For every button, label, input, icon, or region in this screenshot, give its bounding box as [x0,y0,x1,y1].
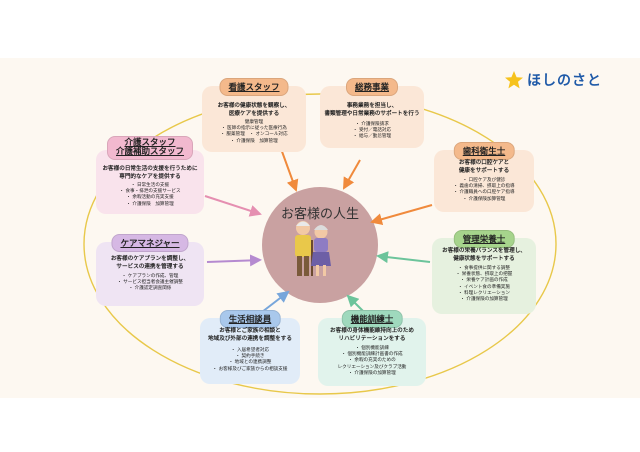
role-title: 機能訓練士 [341,310,403,328]
list-item: ・ 口腔ケア及び健診 [462,178,506,183]
brand-name: ほしのさと [527,73,602,89]
role-title: 歯科衛生士 [453,142,515,160]
role-items: ・ 入居希望者対応 ・ 契約手続き ・ 地域との連携調整 ・ お客様及びご家族か… [204,348,296,373]
role-items: ・ ケアプランの作成、管理 ・ サービス担当者会議主催調整 ・ 介護認定調査関係 [100,274,200,293]
list-item: ・ 介護保険 加算管理 [126,201,174,207]
list-item: 健康管理 [244,120,264,125]
role-title: 介護スタッフ 介護補助スタッフ [106,136,194,160]
list-item: ・ サービス担当者会議主催調整 [117,280,183,286]
elderly-couple-icon [295,221,331,276]
role-nursing: 看護スタッフ お客様の健康状態を観察し、 医療ケアを提供する 健康管理 ・ 医師… [202,78,306,152]
list-item: ・ 介護認定調査関係 [128,286,172,292]
brand-logo: ほしのさと [504,70,602,90]
role-items: ・ 食事提供に関する調整 ・ 栄養状態、摂取上の把握 ・ 栄養ケア計画の作成 ・… [436,266,532,303]
list-item: ・ 給与／勤怠管理 [352,134,392,140]
list-item: ・ 地域との連携調整 [228,360,272,366]
role-lead: お客様の身体機能維持向上のため リハビリテーションをする [330,328,414,342]
list-item: ・ 栄養ケア計画の作成 [460,278,508,284]
list-item: ・ 個別機能訓練 [355,346,389,351]
role-nutritionist: 管理栄養士 お客様の栄養バランスを管理し、 健康状態をサポートする ・ 食事提供… [432,230,536,314]
role-items: ・ 口腔ケア及び健診 ・ 義歯の清掃、摂取上の指導 ・ 介護職員への口腔ケア指導… [438,178,530,203]
role-general-affairs: 総務事業 事務業務を担当し、 書類管理や日常業務のサポートを行う ・ 介護保険請… [320,78,424,148]
list-item: ・ 入居希望者対応 [230,348,270,353]
list-item: ・ 介護保険の加算管理 [460,297,508,303]
list-item: ・ 介護保険加算管理 [462,196,506,202]
center-node: お客様の人生 [254,187,386,302]
role-lead: お客様のケアプランを調整し、 サービスの連携を管理する [110,256,190,270]
arrow-manager [206,254,262,267]
star-icon [505,71,523,89]
arrow-care [204,195,262,217]
list-item: ・ 契約手続き [235,354,265,360]
role-items: ・ 介護保険請求 ・ 受付／電話対応 ・ 給与／勤怠管理 [324,122,420,141]
role-care-manager: ケアマネジャー お客様のケアプランを調整し、 サービスの連携を管理する ・ ケア… [96,234,204,306]
role-title: 管理栄養士 [453,230,515,248]
role-lead: お客様の栄養バランスを管理し、 健康状態をサポートする [442,248,526,262]
role-lead: お客様の口腔ケアと 健康をサポートする [458,160,510,174]
role-dental-hygienist: 歯科衛生士 お客様の口腔ケアと 健康をサポートする ・ 口腔ケア及び健診 ・ 義… [434,142,534,212]
list-item: ・ イベント食の準備実施 [458,284,510,290]
arrow-dental [370,204,433,226]
list-item: ・ ケアプランの作成、管理 [121,274,179,279]
role-functional-trainer: 機能訓練士 お客様の身体機能維持向上のため リハビリテーションをする ・ 個別機… [318,310,426,386]
role-items: ・ 個別機能訓練 ・ 個別機能訓練計画書の作成 ・ 余暇の充実のための レクリエ… [322,346,422,377]
role-lead: お客様の健康状態を観察し、 医療ケアを提供する [217,103,291,117]
role-lead: お客様とご家族の相談と 地域及び外部の連携を調整をする [208,328,292,342]
arrow-counselor [261,290,290,313]
list-item: ・ お客様及びご家族からの相談支援 [212,366,288,372]
list-item: ・ 食事提供に関する調整 [458,266,510,271]
list-item: ・ 日常生活の支援 [130,183,170,188]
role-items: ・ 日常生活の支援 ・ 食事・排泄の支援サービス ・ 余暇活動の充実支援 ・ 介… [100,183,200,208]
role-title: 生活相談員 [219,310,281,328]
list-item: ・ 介護職員への口腔ケア指導 [453,190,515,196]
role-lead: お客様の日常生活の支援を行うために 専門的なケアを提供する [102,166,198,180]
list-item: ・ 服薬管理 ・ オンコール対応 [220,132,288,138]
list-item: レクリエーション及びクラブ活動 [337,364,407,370]
role-title: 総務事業 [345,78,399,96]
list-item: ・ 介護保険 加算管理 [230,138,278,144]
list-item: ・ 料理レクリエーション [458,290,510,296]
role-title: 看護スタッフ [219,78,289,96]
role-lead: 事務業務を担当し、 書類管理や日常業務のサポートを行う [324,103,420,117]
list-item: ・ 義歯の清掃、摂取上の指導 [453,184,515,190]
list-item: ・ 医師の指示に従った医療行為 [221,126,287,132]
list-item: ・ 個別機能訓練計画書の作成 [341,352,403,358]
list-item: ・ 介護保険の加算管理 [348,370,396,376]
role-title: ケアマネジャー [111,234,189,252]
center-title: お客様の人生 [280,207,359,222]
role-life-counselor: 生活相談員 お客様とご家族の相談と 地域及び外部の連携を調整をする ・ 入居希望… [200,310,300,384]
arrow-general [343,159,361,190]
list-item: ・ 受付／電話対応 [352,128,392,134]
list-item: ・ 余暇の充実のための [348,358,396,364]
arrow-nutrition [376,251,431,264]
role-care-staff: 介護スタッフ 介護補助スタッフ お客様の日常生活の支援を行うために 専門的なケア… [96,136,204,214]
list-item: ・ 食事・排泄の支援サービス [119,189,181,195]
role-items: 健康管理 ・ 医師の指示に従った医療行為 ・ 服薬管理 ・ オンコール対応 ・ … [206,120,302,145]
list-item: ・ 余暇活動の充実支援 [126,195,174,201]
list-item: ・ 介護保険請求 [355,122,389,127]
list-item: ・ 栄養状態、摂取上の把握 [455,272,513,278]
